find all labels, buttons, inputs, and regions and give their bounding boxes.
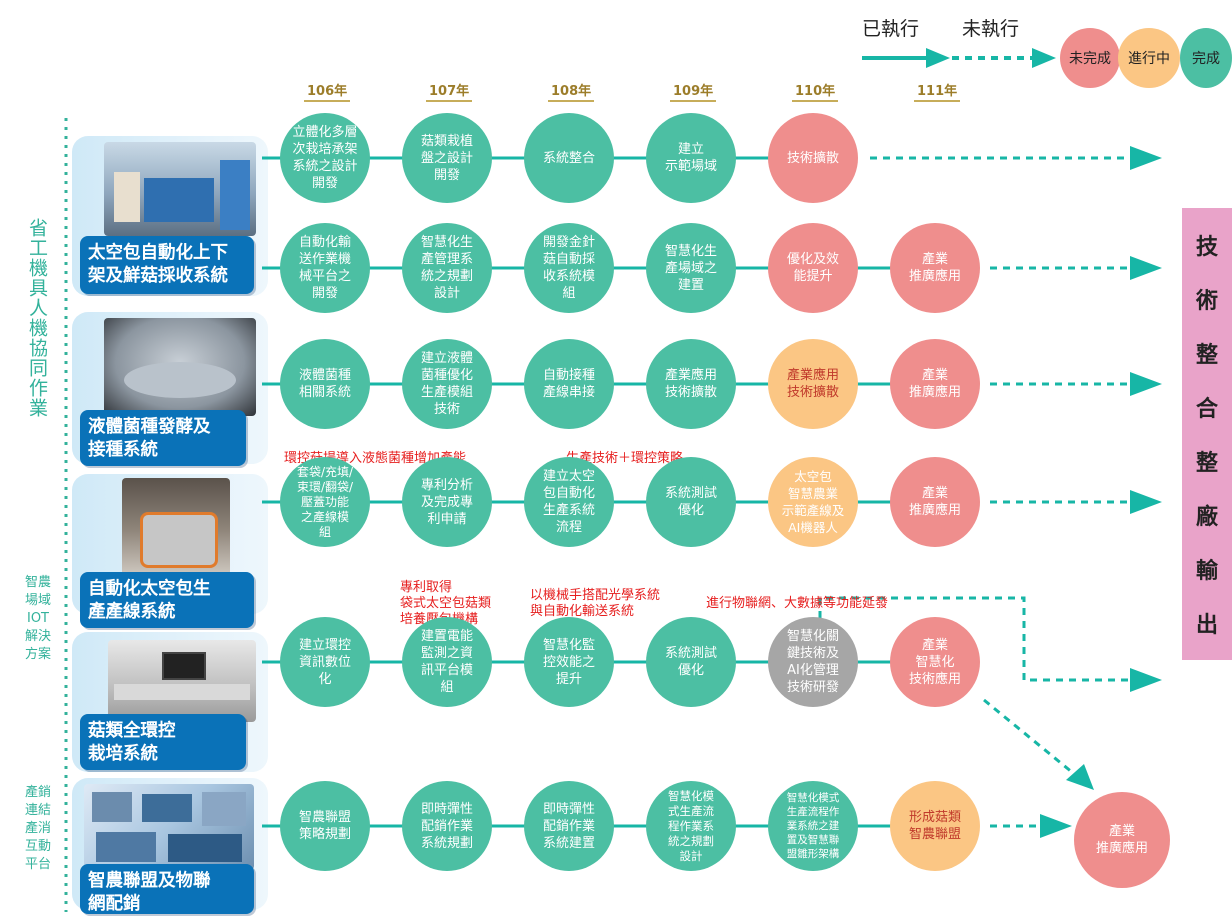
node-r5-c3: 智慧化監 控效能之 提升 [524,617,614,707]
year-107: 107年 [426,80,473,102]
legend-incomplete: 未完成 [1060,28,1120,88]
node-r2-c5: 優化及效 能提升 [768,223,858,313]
node-r3-c2: 建立液體 菌種優化 生產模組 技術 [402,339,492,429]
alliance-collage-photo [84,784,254,870]
node-r3-c1: 液體菌種 相關系統 [280,339,370,429]
legend-solid-arrowhead [926,48,950,68]
node-r6-c5: 智慧化模式 生產流程作 業系統之建 置及智慧聯 盟雛形架構 [768,781,858,871]
node-r4-c5: 太空包 智慧農業 示範產線及 AI機器人 [768,457,858,547]
node-r5-c2: 建置電能 監測之資 訊平台模 組 [402,617,492,707]
node-r6-c2: 即時彈性 配銷作業 系統規劃 [402,781,492,871]
node-r1-c1: 立體化多層 次栽培承架 系統之設計 開發 [280,113,370,203]
node-r5-c4: 系統測試 優化 [646,617,736,707]
node-final: 產業 推廣應用 [1074,792,1170,888]
output-char: 合 [1195,397,1218,422]
year-106: 106年 [304,80,351,102]
node-r6-c1: 智農聯盟 策略規劃 [280,781,370,871]
year-109: 109年 [670,80,717,102]
node-r4-c1: 套袋/充填/ 束環/翻袋/ 壓蓋功能 之產線模 組 [280,457,370,547]
side-label-main: 省工機具人機協同作業 [26,218,48,418]
node-r2-c3: 開發金針 菇自動採 收系統模 組 [524,223,614,313]
node-r2-c4: 智慧化生 產場域之 建置 [646,223,736,313]
node-r1-c3: 系統整合 [524,113,614,203]
node-r6-c4: 智慧化模 式生產流 程作業系 統之規劃 設計 [646,781,736,871]
row5-diagonal-dashed [983,698,1085,784]
machine-photo-row1 [104,142,256,236]
row1-arrowhead [1130,146,1162,170]
node-r6-c6: 形成菇類 智農聯盟 [890,781,980,871]
node-r5-c1: 建立環控 資訊數位 化 [280,617,370,707]
node-r4-c4: 系統測試 優化 [646,457,736,547]
row5-arrowhead [1130,668,1162,692]
node-r3-c3: 自動接種 產線串接 [524,339,614,429]
node-r5-c6: 產業 智慧化 技術應用 [890,617,980,707]
node-r3-c6: 產業 推廣應用 [890,339,980,429]
output-char: 整 [1195,343,1218,368]
row5-diagonal-arrowhead [1066,764,1094,790]
node-r3-c5: 產業應用 技術擴散 [768,339,858,429]
node-r1-c4: 建立 示範場域 [646,113,736,203]
node-r5-c5: 智慧化關 鍵技術及 AI化管理 技術研發 [768,617,858,707]
node-r1-c5: 技術擴散 [768,113,858,203]
year-111: 111年 [914,80,961,102]
year-108: 108年 [548,80,595,102]
row5-title: 菇類全環控 栽培系統 [80,714,246,770]
fermentation-photo [104,318,256,416]
output-char: 出 [1195,613,1218,638]
year-110: 110年 [792,80,839,102]
note-iot-bigdata: 進行物聯網、大數據等功能延發 [706,596,889,611]
node-r4-c6: 產業 推廣應用 [890,457,980,547]
row3-title: 液體菌種發酵及 接種系統 [80,410,246,466]
legend-dashed-arrowhead [1032,48,1056,68]
legend-complete: 完成 [1180,28,1232,88]
note-robot-arm: 以機械手搭配光學系統 與自動化輸送系統 [530,588,661,619]
node-r4-c3: 建立太空 包自動化 生產系統 流程 [524,457,614,547]
note-production-strategy: 生產技術＋環控策略 [566,451,684,466]
output-char: 整 [1195,451,1218,476]
node-r1-c2: 菇類栽植 盤之設計 開發 [402,113,492,203]
climate-control-photo [108,640,256,722]
node-r2-c6: 產業 推廣應用 [890,223,980,313]
output-box: 技 術 整 合 整 廠 輸 出 [1182,208,1232,660]
output-char: 輸 [1195,559,1218,584]
row4-title: 自動化太空包生 產產線系統 [80,572,254,628]
side-label-iot: 智農 場域 IOT 解決 方案 [24,575,51,662]
side-label-market: 產銷 連結 產消 互動 平台 [24,785,51,872]
legend-not-executed-label: 未執行 [962,18,1020,40]
row6-arrowhead [1040,814,1072,838]
row3-arrowhead [1130,372,1162,396]
production-line-photo [122,478,230,582]
output-char: 術 [1195,289,1218,314]
node-r2-c1: 自動化輸 送作業機 械平台之 開發 [280,223,370,313]
legend-in-progress: 進行中 [1118,28,1180,88]
node-r6-c3: 即時彈性 配銷作業 系統建置 [524,781,614,871]
row6-title: 智農聯盟及物聯 網配銷 [80,864,254,914]
node-r4-c2: 專利分析 及完成專 利申請 [402,457,492,547]
legend-executed-label: 已執行 [862,18,920,40]
row1-title: 太空包自動化上下 架及鮮菇採收系統 [80,236,254,294]
node-r3-c4: 產業應用 技術擴散 [646,339,736,429]
output-char: 廠 [1195,505,1218,530]
row4-arrowhead [1130,490,1162,514]
row2-arrowhead [1130,256,1162,280]
output-char: 技 [1195,235,1218,260]
node-r2-c2: 智慧化生 產管理系 統之規劃 設計 [402,223,492,313]
